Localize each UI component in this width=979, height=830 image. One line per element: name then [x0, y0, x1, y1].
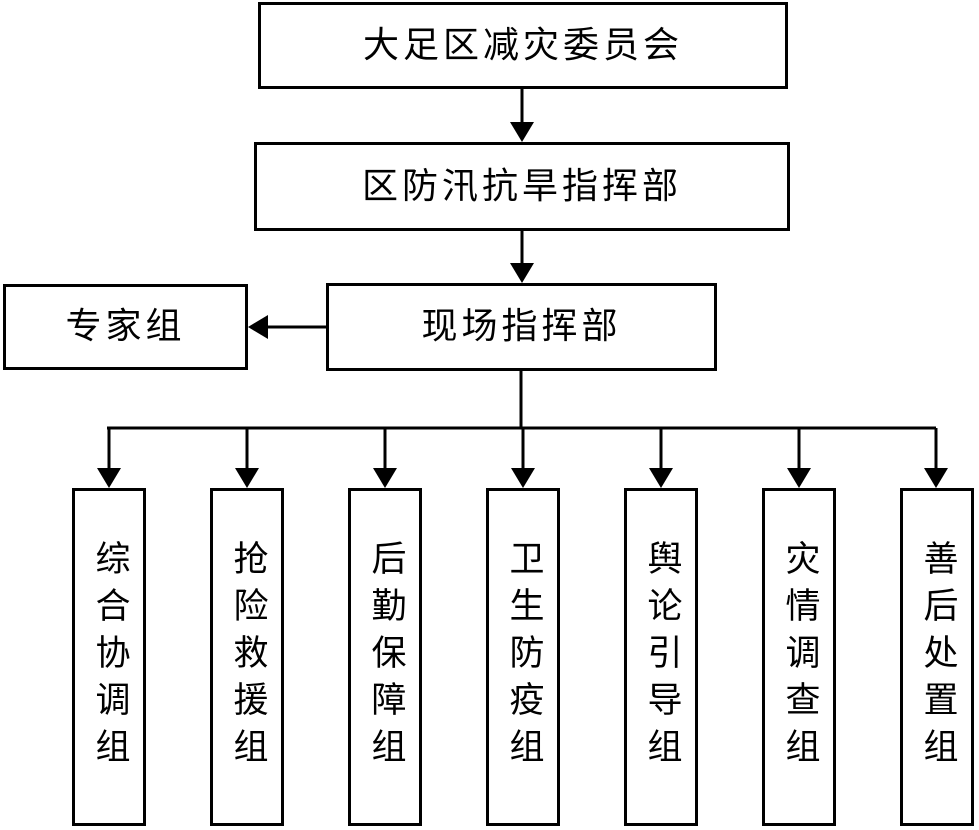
rescue-group-label: 抢险救援组 [227, 539, 268, 775]
expert-group-label: 专家组 [65, 306, 186, 347]
arrowhead-hq-to-field [510, 263, 534, 283]
field-command-label: 现场指挥部 [421, 306, 622, 347]
disaster-reduction-committee-label: 大足区减灾委员会 [362, 24, 683, 66]
field-command-box: 现场指挥部 [326, 283, 717, 371]
aftermath-group-box: 善后处置组 [900, 488, 974, 826]
coordination-group-label: 综合协调组 [89, 539, 130, 775]
logistics-group-box: 后勤保障组 [348, 488, 422, 826]
expert-group-box: 专家组 [3, 284, 248, 370]
arrowhead-group-6 [924, 468, 948, 488]
public-opinion-group-label: 舆论引导组 [641, 539, 682, 775]
epidemic-prevention-group-box: 卫生防疫组 [486, 488, 560, 826]
epidemic-prevention-group-label: 卫生防疫组 [503, 539, 544, 775]
arrowhead-group-1 [235, 468, 259, 488]
logistics-group-label: 后勤保障组 [365, 539, 406, 775]
rescue-group-box: 抢险救援组 [210, 488, 284, 826]
disaster-survey-group-label: 灾情调查组 [779, 539, 820, 775]
aftermath-group-label: 善后处置组 [917, 539, 958, 775]
arrowhead-field-to-expert [248, 315, 268, 339]
flood-drought-hq-label: 区防汛抗旱指挥部 [361, 165, 682, 207]
public-opinion-group-box: 舆论引导组 [624, 488, 698, 826]
arrowhead-top-to-hq [510, 122, 534, 142]
disaster-reduction-committee-box: 大足区减灾委员会 [258, 2, 788, 89]
arrowhead-group-3 [511, 468, 535, 488]
arrowhead-group-5 [787, 468, 811, 488]
flood-drought-hq-box: 区防汛抗旱指挥部 [254, 142, 790, 231]
arrowhead-group-0 [97, 468, 121, 488]
arrowhead-group-4 [649, 468, 673, 488]
arrowhead-group-2 [373, 468, 397, 488]
coordination-group-box: 综合协调组 [72, 488, 146, 826]
disaster-survey-group-box: 灾情调查组 [762, 488, 836, 826]
